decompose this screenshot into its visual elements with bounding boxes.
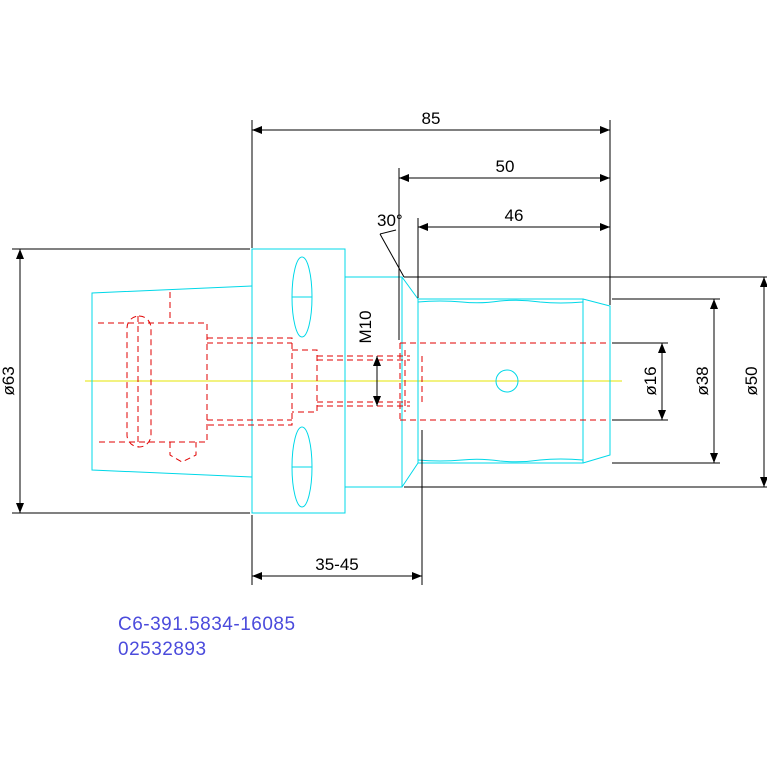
- dim-dia-38: ø38: [693, 366, 712, 395]
- dim-length-50: 50: [496, 157, 515, 176]
- part-number: 02532893: [118, 639, 207, 660]
- dim-gauge-range: 35-45: [315, 555, 358, 574]
- hidden-features: [98, 292, 610, 463]
- dim-dia-50: ø50: [742, 366, 761, 395]
- dim-dia-16: ø16: [641, 366, 660, 395]
- part-outline: [91, 248, 611, 514]
- dimension-lines: [12, 120, 767, 585]
- dim-length-46: 46: [505, 206, 524, 225]
- dim-overall-length: 85: [422, 109, 441, 128]
- part-code: C6-391.5834-16085: [118, 614, 296, 635]
- dim-thread: M10: [356, 310, 375, 343]
- dim-dia-63: ø63: [0, 366, 18, 395]
- dim-chamfer-angle: 30°: [377, 211, 403, 230]
